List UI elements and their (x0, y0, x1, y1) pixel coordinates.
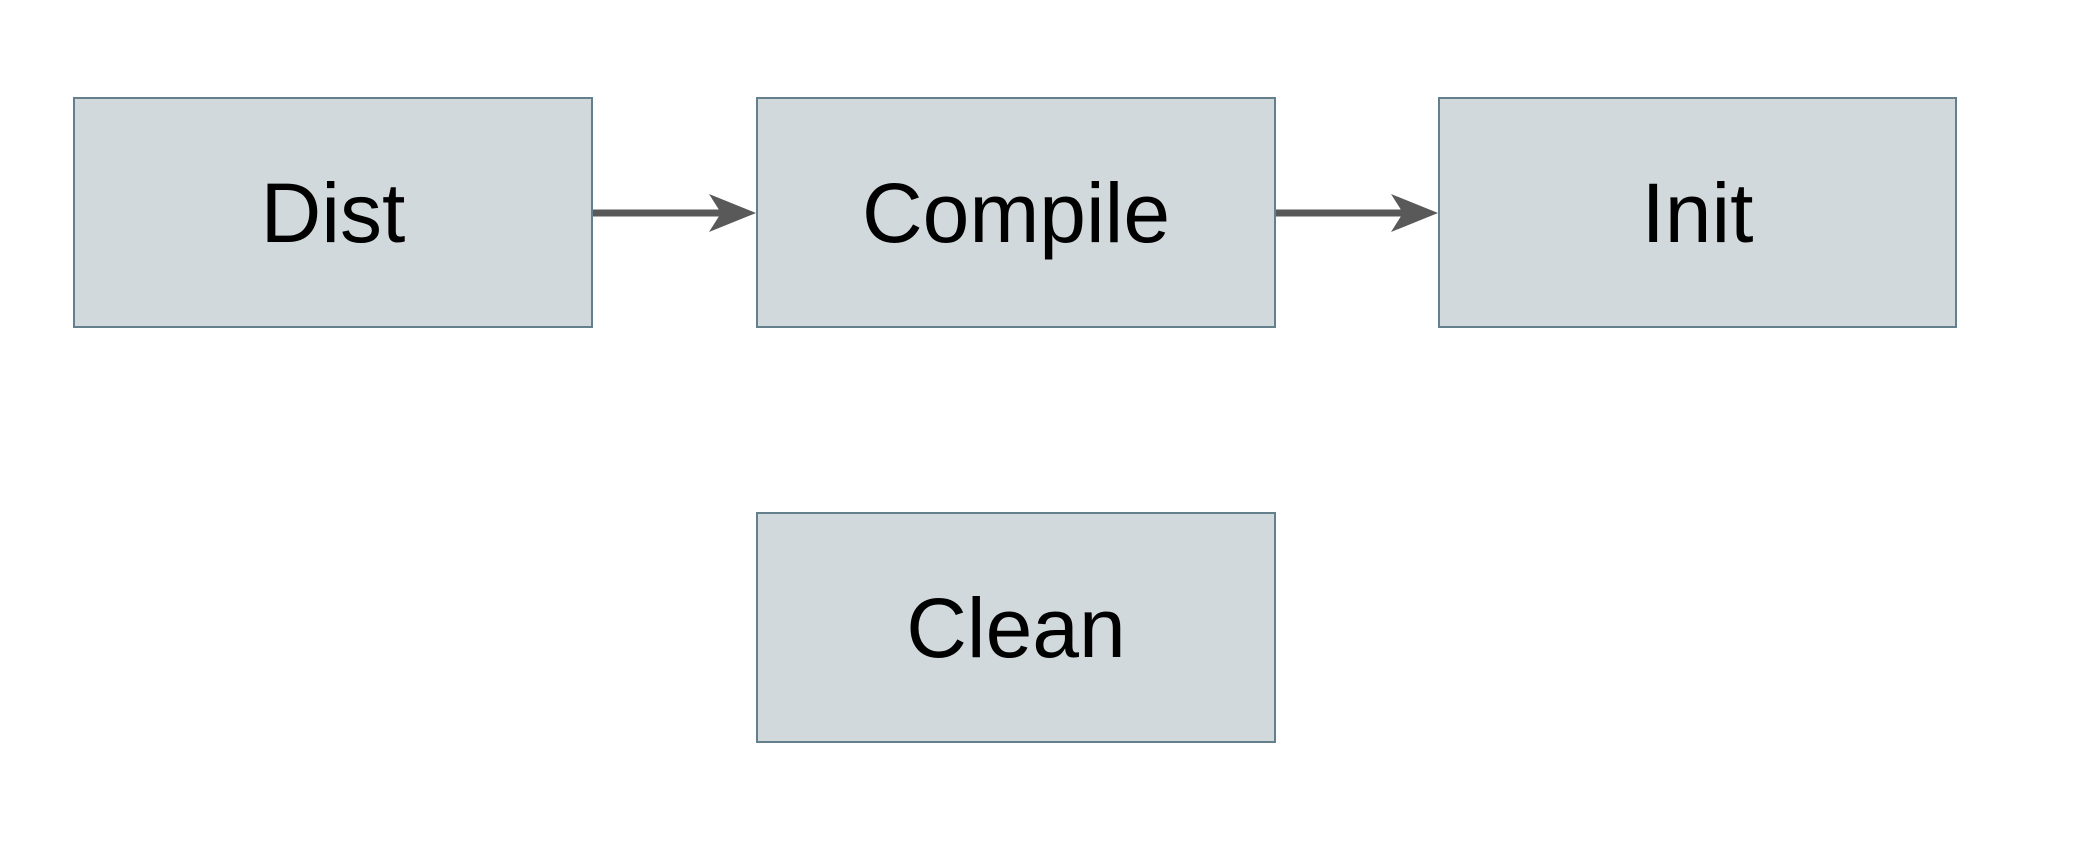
node-dist-label: Dist (260, 165, 406, 260)
node-compile[interactable]: Compile (756, 97, 1276, 328)
connector-compile-to-init (1276, 194, 1438, 232)
node-init-label: Init (1641, 165, 1754, 260)
node-init[interactable]: Init (1438, 97, 1957, 328)
node-clean[interactable]: Clean (756, 512, 1276, 743)
node-dist[interactable]: Dist (73, 97, 593, 328)
connector-dist-to-compile (593, 194, 756, 232)
node-clean-label: Clean (906, 580, 1126, 675)
node-compile-label: Compile (861, 165, 1171, 260)
